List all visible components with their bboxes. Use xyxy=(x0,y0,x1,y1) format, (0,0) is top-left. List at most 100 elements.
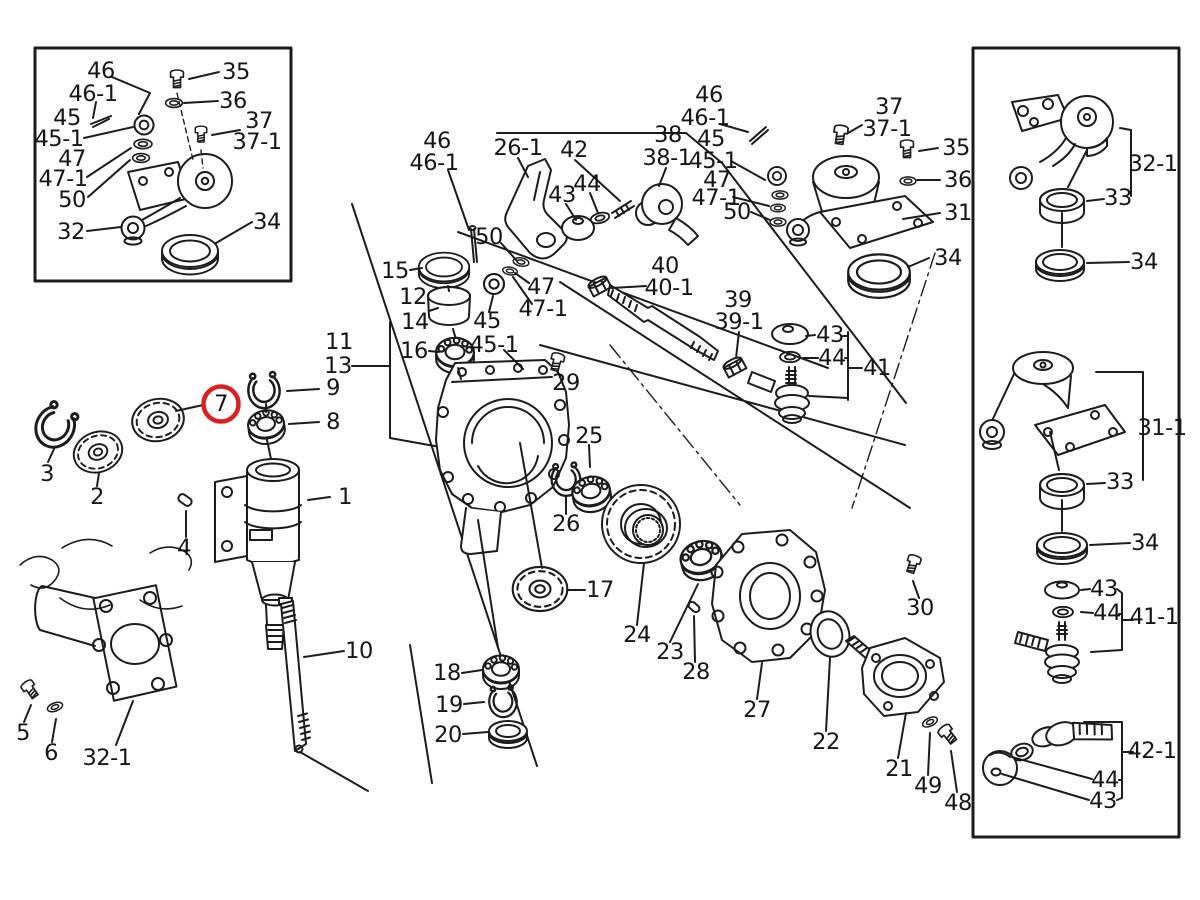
part-label-1: 1 xyxy=(338,483,352,510)
part-label-46-1: 46-1 xyxy=(409,149,459,176)
part-label-34: 34 xyxy=(934,244,962,271)
part-label-39-1: 39-1 xyxy=(714,308,764,335)
part-label-12: 12 xyxy=(399,283,427,310)
right-center-leader-lines xyxy=(610,123,941,401)
part-label-13: 13 xyxy=(324,352,352,379)
part-label-16: 16 xyxy=(400,337,428,364)
part-drawing-kingpin-group xyxy=(19,370,311,754)
part-label-47: 47 xyxy=(527,273,555,300)
part-label-4: 4 xyxy=(177,534,191,561)
part-label-6: 6 xyxy=(44,739,58,766)
part-label-8: 8 xyxy=(326,408,340,435)
part-label-46-1: 46-1 xyxy=(68,80,118,107)
part-label-43: 43 xyxy=(548,181,576,208)
part-label-42: 42 xyxy=(560,136,588,163)
part-label-47-1: 47-1 xyxy=(691,184,741,211)
part-label-36: 36 xyxy=(944,166,972,193)
part-label-41-1: 41-1 xyxy=(1129,603,1179,630)
part-label-50: 50 xyxy=(475,223,503,250)
inset-right-column-drawing xyxy=(979,94,1126,786)
part-label-36: 36 xyxy=(219,87,247,114)
part-label-24: 24 xyxy=(623,621,651,648)
part-label-5: 5 xyxy=(16,719,30,746)
part-label-38: 38 xyxy=(654,121,682,148)
part-label-43: 43 xyxy=(1089,787,1117,814)
part-label-33: 33 xyxy=(1106,468,1134,495)
part-label-34: 34 xyxy=(1131,529,1159,556)
part-label-31: 31 xyxy=(944,199,972,226)
part-label-32-1: 32-1 xyxy=(1128,150,1178,177)
part-label-46: 46 xyxy=(87,57,115,84)
part-label-20: 20 xyxy=(434,721,462,748)
part-label-44: 44 xyxy=(818,344,846,371)
part-label-10: 10 xyxy=(345,637,373,664)
part-label-50: 50 xyxy=(58,186,86,213)
part-label-3: 3 xyxy=(40,460,54,487)
part-label-35: 35 xyxy=(942,134,970,161)
left-group-leader-lines xyxy=(23,321,469,746)
part-label-47: 47 xyxy=(58,145,86,172)
part-label-40: 40 xyxy=(651,252,679,279)
part-label-49: 49 xyxy=(914,772,942,799)
part-label-47: 47 xyxy=(703,166,731,193)
part-label-37: 37 xyxy=(875,93,903,120)
part-label-50: 50 xyxy=(723,198,751,225)
part-label-47-1: 47-1 xyxy=(38,165,88,192)
part-label-42-1: 42-1 xyxy=(1127,737,1177,764)
part-label-48: 48 xyxy=(944,789,972,816)
part-label-17: 17 xyxy=(586,576,614,603)
part-label-19: 19 xyxy=(435,691,463,718)
part-label-35: 35 xyxy=(222,58,250,85)
part-label-15: 15 xyxy=(381,257,409,284)
part-label-43: 43 xyxy=(816,321,844,348)
panel-construction-lines xyxy=(299,132,936,792)
part-label-23: 23 xyxy=(656,638,684,665)
part-label-26-1: 26-1 xyxy=(493,134,543,161)
part-label-45-1: 45-1 xyxy=(688,147,738,174)
part-label-45-1: 45-1 xyxy=(34,125,84,152)
part-drawing-knuckle-group xyxy=(417,158,960,749)
part-label-34: 34 xyxy=(253,208,281,235)
center-group-leader-lines xyxy=(409,157,958,793)
part-label-40-1: 40-1 xyxy=(644,274,694,301)
part-label-2: 2 xyxy=(90,483,104,510)
part-label-30: 30 xyxy=(906,594,934,621)
part-label-9: 9 xyxy=(326,374,340,401)
part-label-27: 27 xyxy=(743,696,771,723)
part-label-11: 11 xyxy=(325,328,353,355)
part-label-43: 43 xyxy=(1090,575,1118,602)
part-label-45: 45 xyxy=(53,104,81,131)
part-label-45-1: 45-1 xyxy=(469,331,519,358)
part-label-26: 26 xyxy=(552,510,580,537)
part-label-31-1: 31-1 xyxy=(1137,414,1187,441)
part-label-38-1: 38-1 xyxy=(642,144,692,171)
part-label-37-1: 37-1 xyxy=(862,115,912,142)
part-label-39: 39 xyxy=(724,286,752,313)
part-label-29: 29 xyxy=(552,369,580,396)
part-label-37: 37 xyxy=(245,107,273,134)
part-label-33: 33 xyxy=(1104,184,1132,211)
part-label-21: 21 xyxy=(885,755,913,782)
part-label-28: 28 xyxy=(682,658,710,685)
part-label-45: 45 xyxy=(697,125,725,152)
part-label-32: 32 xyxy=(57,218,85,245)
part-label-46: 46 xyxy=(423,127,451,154)
part-label-18: 18 xyxy=(433,659,461,686)
part-label-45: 45 xyxy=(473,307,501,334)
highlight-circle-part-7 xyxy=(201,384,241,424)
inset-pitman-leader-lines xyxy=(83,71,253,244)
inset-box-pitman-arm-detail xyxy=(33,46,293,283)
part-label-44: 44 xyxy=(1093,599,1121,626)
part-label-44: 44 xyxy=(1091,766,1119,793)
part-label-44: 44 xyxy=(573,170,601,197)
part-label-46: 46 xyxy=(695,81,723,108)
part-label-41: 41 xyxy=(863,354,891,381)
part-label-37-1: 37-1 xyxy=(232,128,282,155)
inset-pitman-arm-drawing xyxy=(90,69,233,276)
part-drawing-support-arm-group xyxy=(585,123,934,424)
part-label-46-1: 46-1 xyxy=(680,104,730,131)
inset-box-right-detail xyxy=(971,46,1181,839)
